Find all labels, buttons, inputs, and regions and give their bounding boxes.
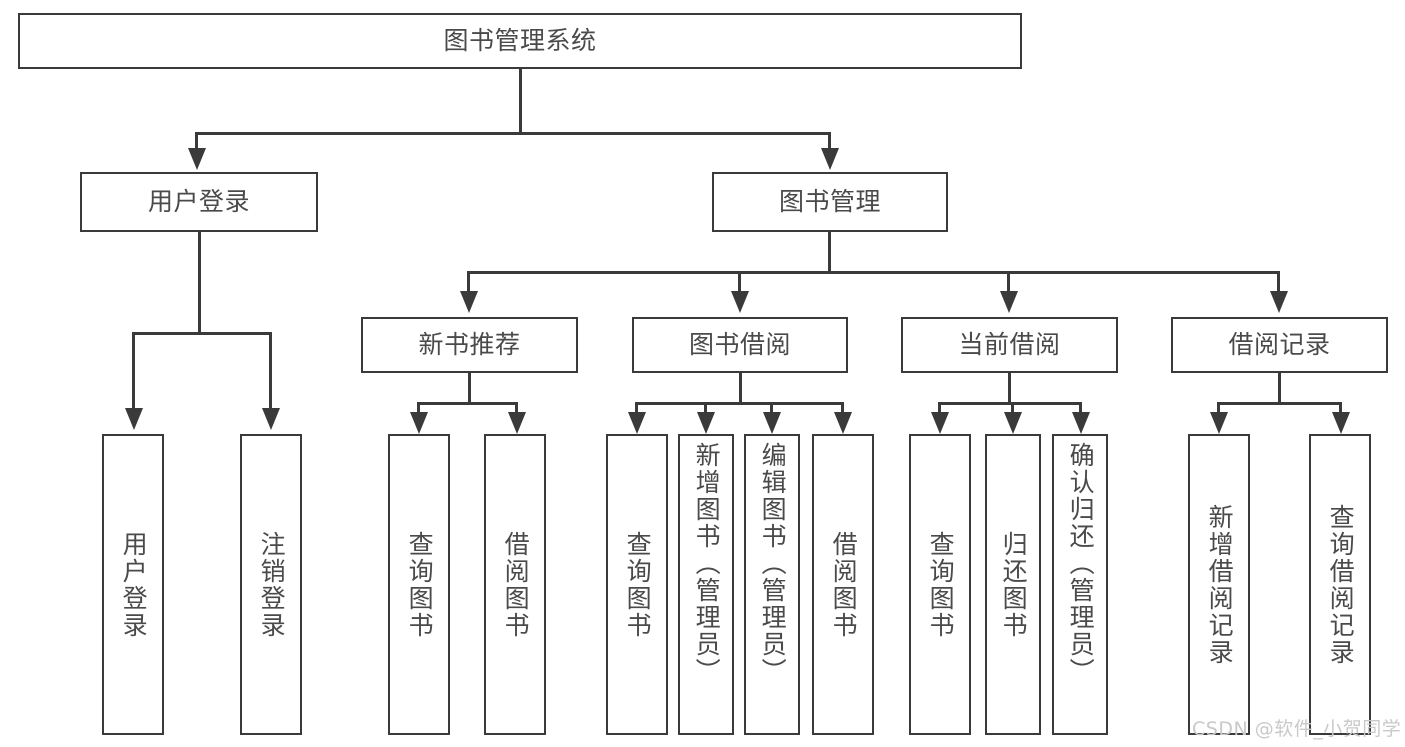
edge-borrow-to-leaf-2 (704, 402, 707, 414)
arrow-user-login-to-leaf-2 (262, 408, 280, 430)
node-label: 新书推荐 (418, 330, 521, 360)
edge-user-login-to-leaf-1 (132, 332, 135, 410)
edge-root-stem (519, 68, 522, 134)
edge-user-login-bus (132, 332, 272, 335)
edge-records-bus (1217, 402, 1342, 405)
edge-root-to-user-login (195, 132, 198, 150)
edge-book-mgmt-to-new-books (467, 271, 470, 293)
arrow-new-books-to-leaf-1 (410, 412, 428, 434)
edge-current-to-leaf-2 (1011, 402, 1014, 414)
node-leaf-query-books-current[interactable]: 查询图书 (909, 434, 971, 735)
edge-book-mgmt-to-current (1007, 271, 1010, 293)
node-book-management[interactable]: 图书管理 (712, 172, 948, 232)
node-borrowing-records[interactable]: 借阅记录 (1171, 317, 1388, 373)
arrow-borrow-to-leaf-1 (628, 412, 646, 434)
edge-new-books-stem (468, 373, 471, 405)
edge-root-to-book-mgmt (828, 132, 831, 150)
edge-current-stem (1008, 373, 1011, 405)
node-label: 借阅记录 (1228, 330, 1331, 360)
edge-user-login-to-leaf-2 (269, 332, 272, 410)
edge-current-to-leaf-3 (1079, 402, 1082, 414)
arrow-root-to-book-mgmt (821, 148, 839, 170)
edge-records-to-leaf-1 (1217, 402, 1220, 414)
arrow-records-to-leaf-2 (1332, 412, 1350, 434)
node-label: 归还图书 (999, 530, 1029, 639)
node-leaf-query-books-borrow[interactable]: 查询图书 (606, 434, 668, 735)
edge-book-mgmt-to-records (1277, 271, 1280, 293)
edge-current-bus (938, 402, 1082, 405)
arrow-new-books-to-leaf-2 (508, 412, 526, 434)
node-leaf-edit-book-admin[interactable]: 编辑图书（管理员） (744, 434, 800, 735)
node-label: 借阅图书 (829, 530, 859, 639)
node-label: 图书管理 (778, 187, 881, 217)
edge-book-mgmt-to-borrow (738, 271, 741, 293)
arrow-borrow-to-leaf-3 (763, 412, 781, 434)
edge-borrow-to-leaf-4 (841, 402, 844, 414)
arrow-borrow-to-leaf-2 (697, 412, 715, 434)
arrow-book-mgmt-to-new-books (460, 291, 478, 313)
node-leaf-query-books-new[interactable]: 查询图书 (388, 434, 450, 735)
arrow-user-login-to-leaf-1 (125, 408, 143, 430)
edge-borrow-bus (635, 402, 844, 405)
edge-borrow-stem (739, 373, 742, 405)
arrow-records-to-leaf-1 (1210, 412, 1228, 434)
edge-book-mgmt-stem (828, 232, 831, 274)
edge-new-books-bus (417, 402, 518, 405)
arrow-book-mgmt-to-borrow (731, 291, 749, 313)
edge-new-books-to-leaf-2 (515, 402, 518, 414)
arrow-borrow-to-leaf-4 (834, 412, 852, 434)
arrow-root-to-user-login (188, 148, 206, 170)
node-label: 新增图书（管理员） (692, 442, 722, 685)
arrow-book-mgmt-to-current (1000, 291, 1018, 313)
node-leaf-borrow-books-new[interactable]: 借阅图书 (484, 434, 546, 735)
node-label: 查询图书 (623, 530, 653, 639)
node-label: 查询图书 (405, 530, 435, 639)
arrow-current-to-leaf-3 (1072, 412, 1090, 434)
node-label: 当前借阅 (958, 330, 1061, 360)
node-label: 查询图书 (926, 530, 956, 639)
node-label: 编辑图书（管理员） (758, 442, 788, 685)
node-label: 借阅图书 (501, 530, 531, 639)
edge-records-to-leaf-2 (1339, 402, 1342, 414)
edge-book-mgmt-bus (467, 271, 1280, 274)
node-label: 新增借阅记录 (1205, 503, 1235, 666)
arrow-current-to-leaf-2 (1004, 412, 1022, 434)
node-label: 注销登录 (257, 530, 287, 639)
node-label: 图书借阅 (688, 330, 791, 360)
edge-borrow-to-leaf-1 (635, 402, 638, 414)
node-label: 查询借阅记录 (1326, 503, 1356, 666)
edge-records-stem (1278, 373, 1281, 405)
edge-borrow-to-leaf-3 (770, 402, 773, 414)
node-leaf-query-borrow-record[interactable]: 查询借阅记录 (1309, 434, 1371, 735)
node-current-borrowing[interactable]: 当前借阅 (901, 317, 1118, 373)
node-user-login[interactable]: 用户登录 (80, 172, 318, 232)
node-leaf-logout[interactable]: 注销登录 (240, 434, 302, 735)
arrow-current-to-leaf-1 (931, 412, 949, 434)
node-leaf-add-book-admin[interactable]: 新增图书（管理员） (678, 434, 734, 735)
edge-root-bus (195, 132, 831, 135)
node-leaf-return-books[interactable]: 归还图书 (985, 434, 1041, 735)
arrow-book-mgmt-to-records (1270, 291, 1288, 313)
node-leaf-add-borrow-record[interactable]: 新增借阅记录 (1188, 434, 1250, 735)
edge-new-books-to-leaf-1 (417, 402, 420, 414)
node-label: 图书管理系统 (443, 26, 597, 56)
watermark-credit: CSDN @软件_小贺同学 (1192, 718, 1402, 740)
node-leaf-user-login[interactable]: 用户登录 (102, 434, 164, 735)
edge-user-login-stem (198, 232, 201, 334)
edge-current-to-leaf-1 (938, 402, 941, 414)
node-label: 确认归还（管理员） (1066, 442, 1096, 685)
node-book-borrowing[interactable]: 图书借阅 (632, 317, 848, 373)
node-label: 用户登录 (147, 187, 250, 217)
node-root-book-management-system[interactable]: 图书管理系统 (18, 13, 1022, 69)
node-label: 用户登录 (119, 530, 149, 639)
node-leaf-borrow-books[interactable]: 借阅图书 (812, 434, 874, 735)
node-new-book-recommendation[interactable]: 新书推荐 (361, 317, 578, 373)
node-leaf-confirm-return-admin[interactable]: 确认归还（管理员） (1052, 434, 1108, 735)
